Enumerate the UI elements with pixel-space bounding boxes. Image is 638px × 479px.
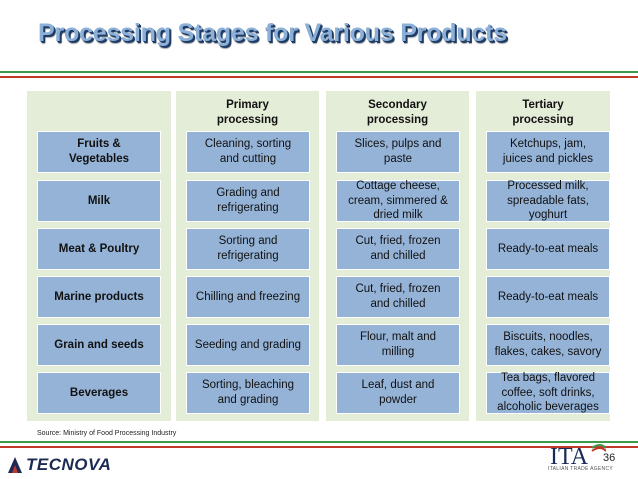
tertiary-cell: Ready-to-eat meals bbox=[486, 228, 610, 270]
product-label: Meat & Poultry bbox=[37, 228, 161, 270]
primary-cell: Sorting, bleaching and grading bbox=[186, 372, 310, 414]
primary-cell: Grading and refrigerating bbox=[186, 180, 310, 222]
primary-cell: Seeding and grading bbox=[186, 324, 310, 366]
slide-title: Processing Stages for Various Products bbox=[38, 19, 507, 47]
tertiary-cell: Biscuits, noodles, flakes, cakes, savory bbox=[486, 324, 610, 366]
primary-cell: Chilling and freezing bbox=[186, 276, 310, 318]
tertiary-cell: Processed milk, spreadable fats, yoghurt bbox=[486, 180, 610, 222]
top-stripe-green bbox=[0, 71, 638, 73]
ita-subtitle: ITALIAN TRADE AGENCY bbox=[548, 466, 613, 472]
secondary-cell: Cottage cheese, cream, simmered & dried … bbox=[336, 180, 460, 222]
secondary-cell: Slices, pulps and paste bbox=[336, 131, 460, 173]
product-label: Grain and seeds bbox=[37, 324, 161, 366]
source-note: Source: Ministry of Food Processing Indu… bbox=[37, 430, 177, 437]
header-tertiary: Tertiary processing bbox=[512, 99, 574, 126]
tecnova-logo: TECNOVA bbox=[26, 455, 112, 474]
header-primary: Primary processing bbox=[216, 99, 279, 126]
bottom-stripe-white bbox=[0, 443, 638, 446]
primary-cell: Cleaning, sorting and cutting bbox=[186, 131, 310, 173]
product-label: Fruits & Vegetables bbox=[37, 131, 161, 173]
page-number: 36 bbox=[603, 452, 616, 464]
ita-logo-icon: ITA bbox=[550, 444, 606, 466]
bottom-stripe-red bbox=[0, 446, 638, 448]
product-label: Marine products bbox=[37, 276, 161, 318]
tecnova-logo-mark-icon bbox=[6, 455, 24, 475]
bottom-stripe-green bbox=[0, 441, 638, 443]
secondary-cell: Leaf, dust and powder bbox=[336, 372, 460, 414]
header-secondary: Secondary processing bbox=[366, 99, 429, 126]
primary-cell: Sorting and refrigerating bbox=[186, 228, 310, 270]
secondary-cell: Flour, malt and milling bbox=[336, 324, 460, 366]
secondary-cell: Cut, fried, frozen and chilled bbox=[336, 276, 460, 318]
top-stripe-red bbox=[0, 76, 638, 78]
tertiary-cell: Ready-to-eat meals bbox=[486, 276, 610, 318]
ita-logo-text: ITA bbox=[550, 444, 589, 466]
product-label: Beverages bbox=[37, 372, 161, 414]
tertiary-cell: Ketchups, jam, juices and pickles bbox=[486, 131, 610, 173]
product-label: Milk bbox=[37, 180, 161, 222]
secondary-cell: Cut, fried, frozen and chilled bbox=[336, 228, 460, 270]
tertiary-cell: Tea bags, flavored coffee, soft drinks, … bbox=[486, 372, 610, 414]
top-stripe-white bbox=[0, 73, 638, 76]
